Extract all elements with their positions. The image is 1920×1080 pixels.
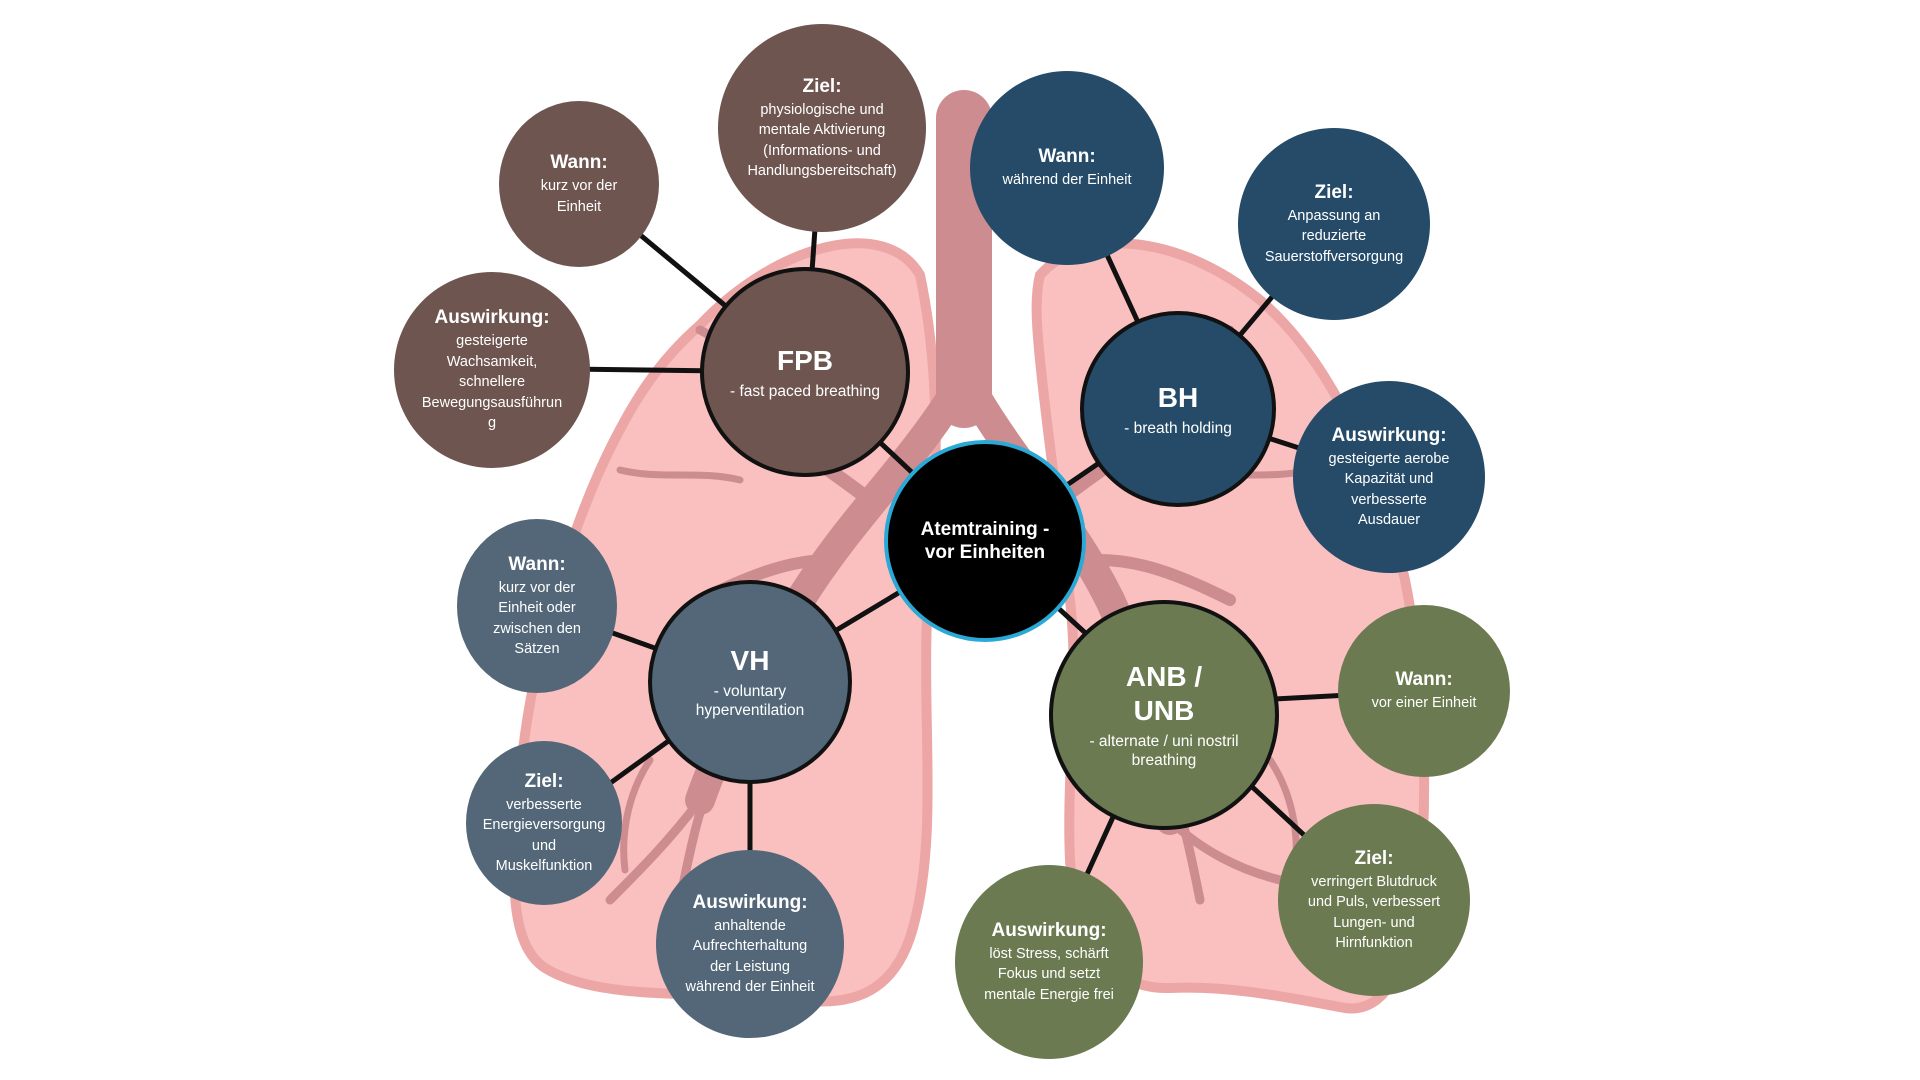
anb-title: ANB / UNB [1125,661,1203,726]
fpb-title: FPB [777,344,833,376]
fpb-ziel-bubble: Ziel: physiologische und mentale Aktivie… [718,24,926,232]
anb-auswirkung-body: löst Stress, schärft Fokus und setzt men… [984,945,1114,1003]
vh-ziel-title: Ziel: [524,770,564,792]
vh-auswirkung-title: Auswirkung: [692,891,808,913]
anb-wann-title: Wann: [1395,669,1453,691]
anb-ziel-bubble: Ziel: verringert Blutdruck und Puls, ver… [1278,804,1470,996]
bh-wann-title: Wann: [1038,146,1096,168]
bh-auswirkung-title: Auswirkung: [1331,424,1447,446]
vh-title: VH [730,645,770,676]
anb-wann-body: vor einer Einheit [1371,695,1477,712]
bh-subtitle: - breath holding [1124,419,1232,437]
vh-subtitle: - voluntary hyperventilation [695,683,805,719]
fpb-ziel-title: Ziel: [802,75,842,97]
vh-ziel-bubble: Ziel: verbesserte Energieversorgung und … [466,741,622,905]
center-topic: Atemtraining - vor Einheiten [884,440,1086,642]
vh-auswirkung-body: anhaltende Aufrechterhaltung der Leistun… [685,917,815,996]
bh-ziel-title: Ziel: [1314,181,1354,203]
bh-ziel-bubble: Ziel: Anpassung an reduzierte Sauerstoff… [1238,128,1430,320]
vh-hub: VH - voluntary hyperventilation [648,580,852,784]
anb-ziel-body: verringert Blutdruck und Puls, verbesser… [1307,873,1441,952]
anb-wann-bubble: Wann: vor einer Einheit [1338,605,1510,777]
bh-wann-body: während der Einheit [1002,172,1132,189]
anb-subtitle: - alternate / uni nostril breathing [1089,733,1239,769]
anb-ziel-title: Ziel: [1354,847,1394,869]
bh-title: BH [1157,381,1199,413]
fpb-wann-title: Wann: [550,152,608,173]
fpb-subtitle: - fast paced breathing [730,382,880,400]
bh-auswirkung-body: gesteigerte aerobe Kapazität und verbess… [1328,450,1450,529]
fpb-auswirkung-title: Auswirkung: [434,307,550,329]
fpb-ziel-body: physiologische und mentale Aktivierung (… [747,101,897,180]
bh-hub: BH - breath holding [1080,311,1276,507]
vh-wann-title: Wann: [508,553,566,575]
bh-auswirkung-bubble: Auswirkung: gesteigerte aerobe Kapazität… [1293,381,1485,573]
anb-hub: ANB / UNB - alternate / uni nostril brea… [1049,600,1279,830]
fpb-auswirkung-body: gesteigerte Wachsamkeit, schnellere Bewe… [421,333,563,432]
vh-wann-bubble: Wann: kurz vor der Einheit oder zwischen… [457,519,617,693]
bh-ziel-body: Anpassung an reduzierte Sauerstoffversor… [1264,207,1404,265]
vh-wann-body: kurz vor der Einheit oder zwischen den S… [493,579,581,658]
fpb-hub: FPB - fast paced breathing [700,267,910,477]
fpb-wann-body: kurz vor der Einheit [540,178,618,215]
vh-auswirkung-bubble: Auswirkung: anhaltende Aufrechterhaltung… [656,850,844,1038]
anb-auswirkung-bubble: Auswirkung: löst Stress, schärft Fokus u… [955,865,1143,1059]
center-label: Atemtraining - vor Einheiten [920,519,1050,563]
fpb-wann-bubble: Wann: kurz vor der Einheit [499,101,659,267]
anb-auswirkung-title: Auswirkung: [991,919,1107,941]
vh-ziel-body: verbesserte Energieversorgung und Muskel… [482,796,606,875]
fpb-auswirkung-bubble: Auswirkung: gesteigerte Wachsamkeit, sch… [394,272,590,468]
bh-wann-bubble: Wann: während der Einheit [970,71,1164,265]
